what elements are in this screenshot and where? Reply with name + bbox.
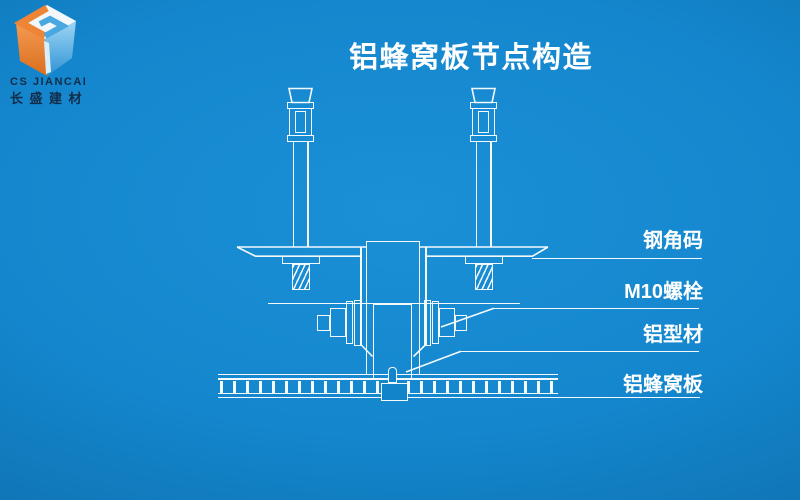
leg-chamfer-right: [412, 343, 427, 358]
label-steel-angle: 钢角码: [643, 230, 703, 252]
steel-angle-right: [419, 246, 549, 257]
leader-line-m10-bolt: [493, 307, 699, 310]
brand-cube-icon: [13, 4, 76, 76]
anchor-head-right: [471, 87, 496, 104]
brand-name-en: CS JIANCAI: [10, 76, 88, 88]
leader-diagonal-profile: [405, 350, 462, 373]
label-honeycomb-panel: 铝蜂窝板: [623, 374, 703, 396]
connector-block: [380, 382, 408, 401]
leader-diagonal-m10: [440, 307, 495, 328]
brand-name-zh: 长盛建材: [10, 91, 89, 106]
honeycomb-cells-left: [220, 380, 381, 393]
label-m10-bolt: M10螺栓: [624, 281, 703, 303]
leader-line-honeycomb-panel: [218, 396, 700, 399]
connector-pin: [388, 367, 397, 383]
page-title: 铝蜂窝板节点构造: [349, 42, 594, 74]
leader-line-steel-angle: [532, 257, 702, 260]
anchor-head-left: [288, 87, 313, 104]
brand-logo: CS JIANCAI 长盛建材: [10, 2, 160, 106]
leader-line-aluminum-profile: [460, 350, 699, 353]
label-aluminum-profile: 铝型材: [643, 324, 703, 346]
leg-chamfer-left: [360, 343, 374, 358]
honeycomb-cells-right: [407, 380, 556, 393]
horizontal-rail-line: [268, 302, 520, 305]
steel-angle-left: [236, 246, 366, 257]
